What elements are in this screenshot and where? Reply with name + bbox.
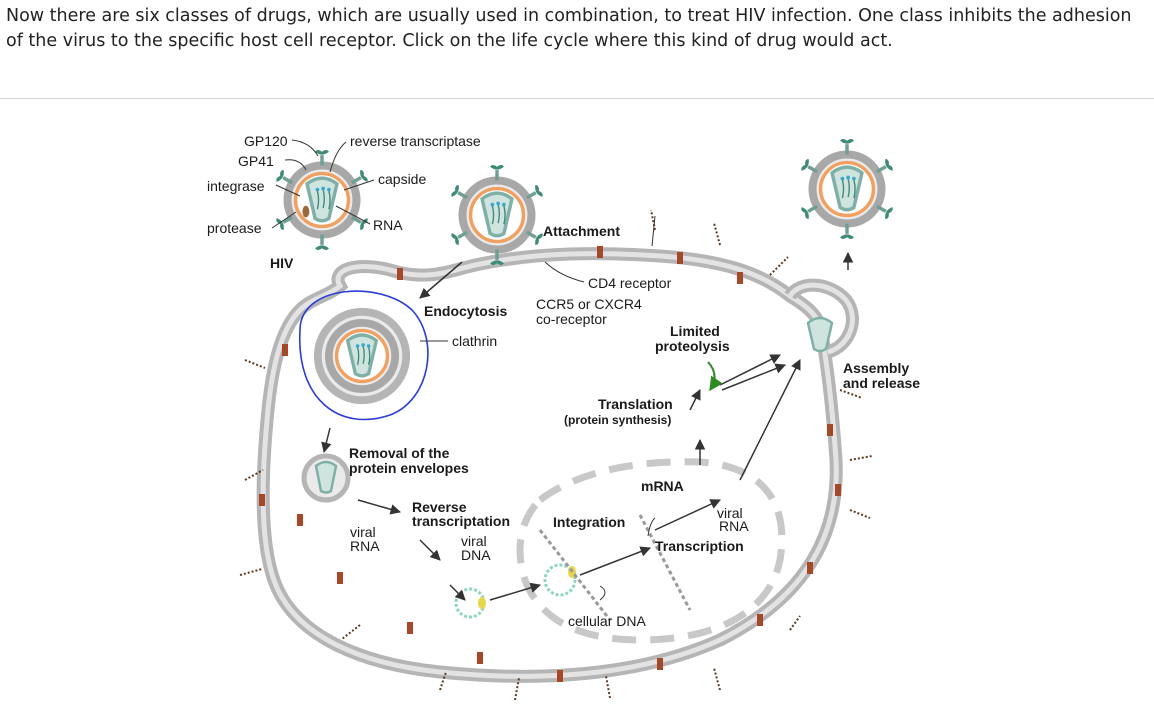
label-removal-1[interactable]: Removal of the [349,445,450,461]
label-transcription[interactable]: Transcription [655,538,744,554]
label-protease: protease [207,220,262,236]
divider [0,98,1154,99]
endocytosis-vesicle[interactable] [299,290,429,421]
label-assembly-2[interactable]: and release [843,375,920,391]
label-gp120: GP120 [244,133,288,149]
label-clathrin: clathrin [452,333,497,349]
label-coreceptor-2: co-receptor [536,311,607,327]
viral-dna-circle [454,563,577,619]
diagram-labels: GP120 GP41 integrase protease HIV revers… [207,133,920,629]
budding-virion[interactable] [806,316,834,353]
label-capside: capside [378,171,426,187]
label-limited-proteolysis-1[interactable]: Limited [670,323,720,339]
cellular-dna [538,514,692,621]
label-rna: RNA [373,217,403,233]
released-virion[interactable] [798,137,896,241]
label-limited-proteolysis-2[interactable]: proteolysis [655,338,730,354]
label-viral-dna-b: DNA [461,547,491,563]
label-viral-rna-2b: RNA [719,518,749,534]
hiv-virion-labelled [273,148,371,252]
label-translation-1[interactable]: Translation [598,396,673,412]
label-reverse-transcription-2[interactable]: transcriptation [412,513,510,529]
label-mrna: mRNA [641,478,684,494]
hiv-virion-attaching[interactable] [448,163,546,267]
label-cellular-dna: cellular DNA [568,613,646,629]
label-leaders [271,139,656,601]
question-text: Now there are six classes of drugs, whic… [6,6,1132,51]
label-viral-rna-2a: viral [717,505,743,521]
cell-membrane [256,247,859,683]
label-viral-rna-1a: viral [350,524,376,540]
label-translation-2[interactable]: (protein synthesis) [564,413,671,427]
nucleus [516,458,786,644]
label-integrase: integrase [207,178,265,194]
label-hiv: HIV [270,255,294,271]
uncoated-core[interactable] [301,453,351,503]
label-reverse-transcription-1[interactable]: Reverse [412,499,467,515]
label-gp41: GP41 [238,153,274,169]
membrane-receptors [239,209,873,701]
label-attachment[interactable]: Attachment [543,223,620,239]
cycle-arrows [321,251,854,601]
label-viral-rna-1b: RNA [350,538,380,554]
limited-proteolysis-arrow [707,361,723,392]
label-viral-dna-a: viral [461,533,487,549]
label-removal-2[interactable]: protein envelopes [349,460,469,476]
label-cd4-receptor: CD4 receptor [588,275,672,291]
label-endocytosis[interactable]: Endocytosis [424,303,507,319]
label-assembly-1[interactable]: Assembly [843,360,909,376]
label-reverse-transcriptase: reverse transcriptase [350,133,481,149]
label-integration[interactable]: Integration [553,514,625,530]
label-coreceptor-1: CCR5 or CXCR4 [536,296,642,312]
